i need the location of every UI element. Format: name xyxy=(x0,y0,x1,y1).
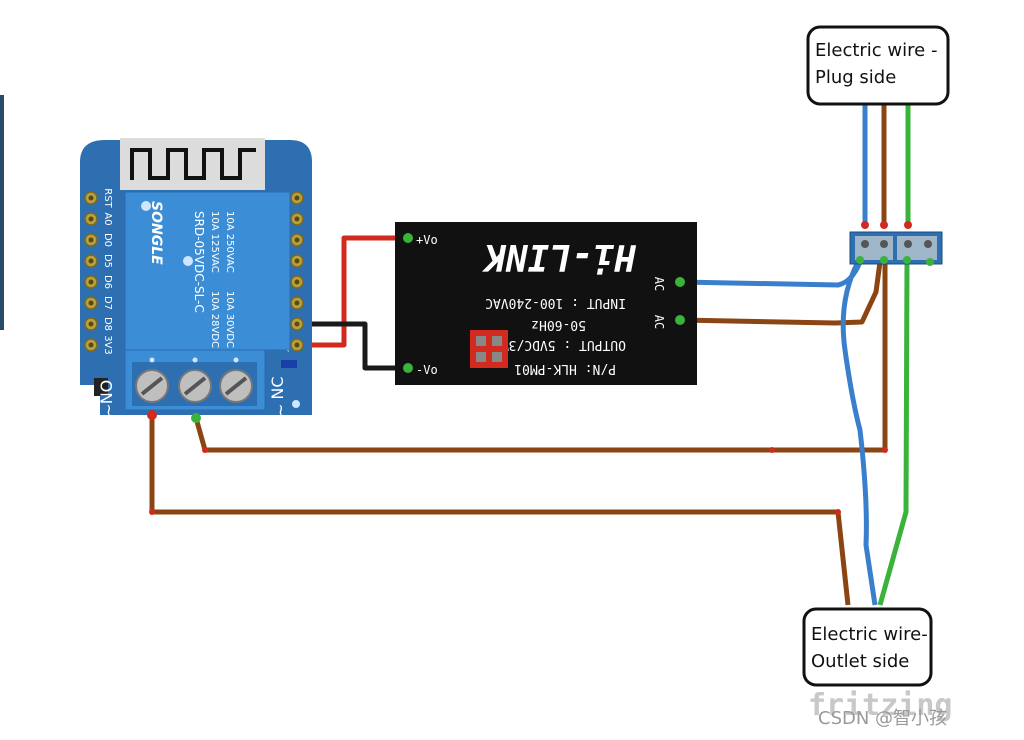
wire-brown-com-to-plug xyxy=(193,262,888,453)
left-edge-strip xyxy=(0,95,4,330)
left-pin-label-d0: D0 xyxy=(102,233,113,247)
left-pin-label-d8: D8 xyxy=(102,317,113,331)
fritzing-logo: fritzing xyxy=(808,688,953,723)
watermark: CSDN @智小孩 xyxy=(818,708,947,729)
terminal-no-label: NO xyxy=(97,380,116,405)
relay-rating-1: 10A 250VAC xyxy=(224,211,235,273)
svg-text:~: ~ xyxy=(99,404,118,417)
power-module: P/N: HLK-PM01 OUTPUT : 5VDC/3W 50-60Hz I… xyxy=(395,222,697,385)
outlet-side-line2: Outlet side xyxy=(811,651,909,672)
wire-blue-ac1 xyxy=(679,261,863,288)
psu-minus-vo: -Vo xyxy=(416,363,438,377)
relay-rating-3: 10A 30VDC xyxy=(224,291,235,348)
psu-freq: 50-60Hz xyxy=(531,317,586,332)
left-pin-label-d6: D6 xyxy=(102,275,113,289)
plug-side-line2: Plug side xyxy=(815,67,896,88)
left-pin-label-d5: D5 xyxy=(102,254,113,268)
wires xyxy=(149,105,911,606)
relay-rating-4: 10A 28VDC xyxy=(209,291,220,348)
left-pin-label-3v3: 3V3 xyxy=(102,335,113,355)
wire-green xyxy=(877,261,910,606)
outlet-side-line1: Electric wire- xyxy=(811,624,928,645)
relay-rating-2: 10A 125VAC xyxy=(209,211,220,273)
terminal-nc-label: NC xyxy=(268,376,287,399)
relay: SONGLE 10A 250VAC 10A 125VAC 10A 30VDC 1… xyxy=(124,191,291,351)
psu-pn: P/N: HLK-PM01 xyxy=(514,361,616,376)
screw-terminal xyxy=(124,349,266,423)
left-pin-label-a0: A0 xyxy=(102,212,113,225)
psu-ac2: AC xyxy=(652,315,666,329)
relay-model: SRD-05VDC-SL-C xyxy=(192,211,206,313)
plug-side-label: Electric wire - Plug side xyxy=(806,25,950,106)
wire-blue-to-outlet xyxy=(840,260,878,606)
relay-brand: SONGLE xyxy=(148,201,164,265)
psu-brand: Hi-LINK xyxy=(481,236,637,277)
svg-text:~: ~ xyxy=(271,404,290,417)
left-pin-label-rst: RST xyxy=(102,188,113,208)
wire-red-5v xyxy=(297,235,408,348)
wire-brown-no-to-outlet xyxy=(149,415,851,606)
plug-side-line1: Electric wire - xyxy=(815,40,937,61)
outlet-side-label: Electric wire- Outlet side xyxy=(802,607,933,687)
psu-input: INPUT : 100-240VAC xyxy=(485,295,626,310)
psu-body xyxy=(395,222,697,385)
psu-plus-vo: +Vo xyxy=(416,233,438,247)
wire-terminal-block xyxy=(849,221,943,266)
wire-black-gnd xyxy=(297,321,408,371)
psu-ac1: AC xyxy=(652,277,666,291)
left-pin-label-d7: D7 xyxy=(102,296,113,310)
psu-output: OUTPUT : 5VDC/3W xyxy=(501,337,626,352)
wire-brown-ac2 xyxy=(679,261,883,326)
antenna-trace xyxy=(130,148,256,180)
